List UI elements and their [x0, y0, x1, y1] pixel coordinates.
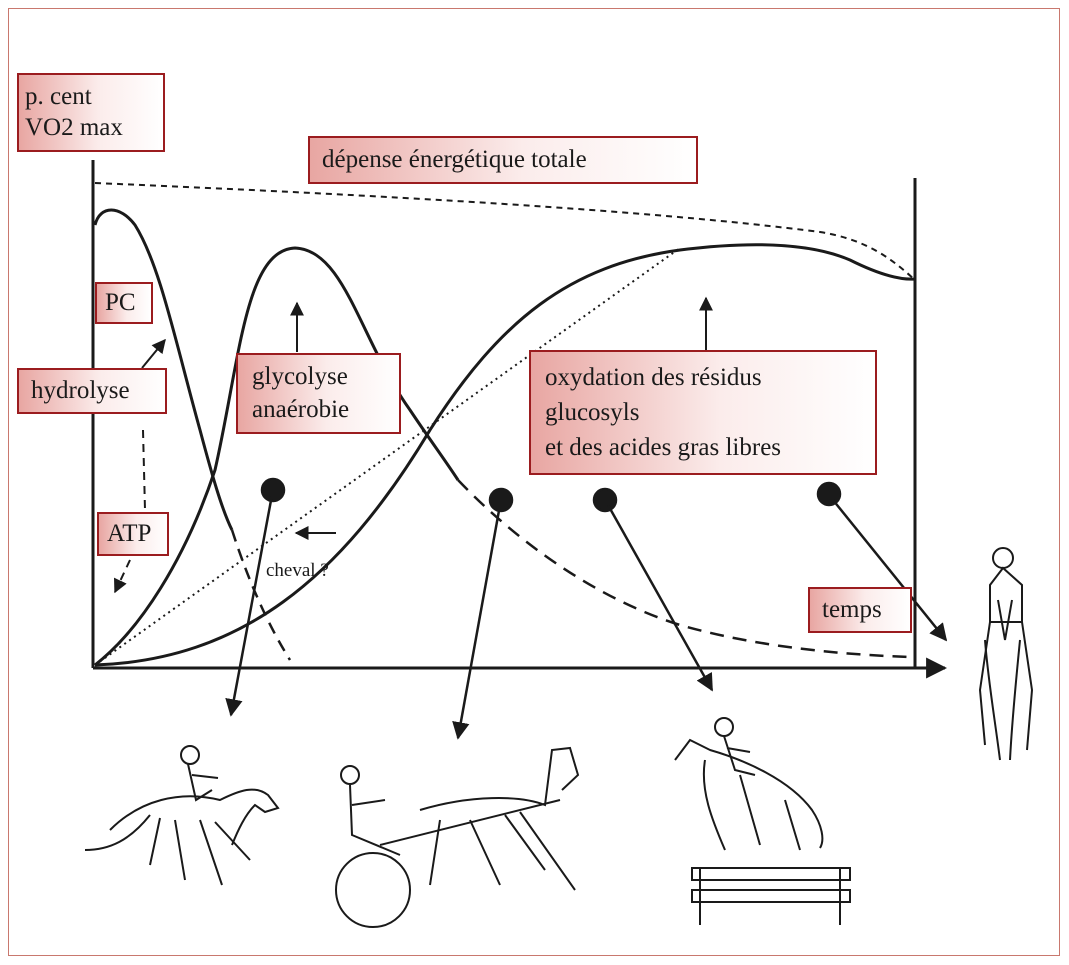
glycolysis-curve-tail — [457, 479, 911, 659]
cheval-note: cheval ? — [266, 560, 329, 581]
activity-dot-2 — [488, 487, 514, 513]
activity-dot-3 — [592, 487, 618, 513]
glycolysis-label-line-2: anaérobie — [252, 395, 350, 423]
hydrolyse-to-pc-arrow — [141, 338, 166, 369]
axes — [91, 160, 948, 679]
y-axis-label-line-2: VO2 max — [25, 114, 123, 142]
total-expenditure-curve — [94, 182, 916, 281]
oxidation-label-line-2: glucosyls — [545, 399, 640, 426]
pointer-2 — [452, 504, 502, 740]
pc-label: PC — [95, 282, 153, 324]
glycolysis-curve — [94, 246, 460, 667]
harness-trotter-icon — [335, 746, 580, 928]
total-expenditure-label: dépense énergétique totale — [308, 136, 698, 184]
figure-frame — [8, 8, 1060, 956]
pointer-1 — [225, 494, 274, 717]
endurance-rider-icon — [978, 547, 1034, 761]
hydrolyse-label: hydrolyse — [17, 368, 167, 414]
pc-curve — [93, 208, 234, 531]
pointer-4 — [832, 499, 948, 642]
y-axis-label-line-1: p. cent — [25, 83, 92, 110]
hydrolyse-to-atp-dashed-arrow — [142, 429, 146, 511]
show-jumper-icon — [674, 717, 851, 925]
time-axis-label: temps — [808, 587, 912, 633]
glycolysis-label: glycolyse anaérobie — [236, 353, 401, 434]
pc-curve-tail — [230, 529, 292, 661]
oxidation-label-line-3: et des acides gras libres — [545, 434, 782, 461]
activity-dot-1 — [260, 477, 286, 503]
atp-dashed-arrow — [114, 559, 131, 594]
pointer-3 — [606, 504, 714, 692]
glycolysis-label-line-1: glycolyse — [252, 363, 348, 390]
oxidation-curve — [94, 243, 916, 667]
atp-label: ATP — [97, 512, 169, 556]
activity-pointers — [225, 477, 948, 740]
y-axis-label: p. cent VO2 max — [17, 73, 165, 152]
oxidation-label: oxydation des résidus glucosyls et des a… — [529, 350, 877, 475]
activity-dot-4 — [816, 481, 842, 507]
racehorse-gallop-icon — [84, 745, 280, 886]
oxidation-label-line-1: oxydation des résidus — [545, 364, 762, 391]
